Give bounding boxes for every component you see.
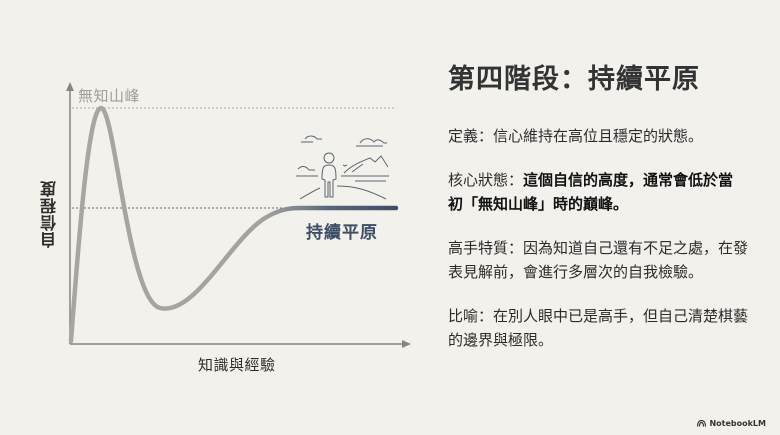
x-axis-arrow-icon [402,340,411,348]
peak-label: 無知山峰 [78,87,141,105]
y-axis-arrow-icon [66,82,74,91]
dunning-kruger-chart: 無知山峰 自信程度 知識與經驗 持續平原 [0,0,420,400]
description-panel: 第四階段：持續平原 定義：信心維持在高位且穩定的狀態。 核心狀態：這個自信的高度… [448,62,748,372]
core-state-text: 核心狀態：這個自信的高度，通常會低於當初「無知山峰」時的巔峰。 [448,168,748,216]
plateau-label: 持續平原 [306,223,378,243]
core-state-bold: 這個自信的高度，通常會低於當初「無知山峰」時的巔峰。 [448,171,734,213]
definition-text: 定義：信心維持在高位且穩定的狀態。 [448,127,704,145]
metaphor-text: 比喻：在別人眼中已是高手，但自己清楚棋藝的邊界與極限。 [448,307,749,349]
x-axis-label: 知識與經驗 [198,356,276,374]
core-state-prefix: 核心狀態： [448,171,524,189]
y-axis-label: 自信程度 [40,180,59,248]
confidence-curve [68,105,399,344]
brand-label: NotebookLM [709,419,766,428]
panel-title: 第四階段：持續平原 [448,64,700,95]
expert-trait-text: 高手特質：因為知道自己還有不足之處，在發表見解前，會進行多層次的自我檢驗。 [448,239,749,281]
brand-watermark: NotebookLM [697,419,766,428]
chart-canvas [66,82,411,348]
notebooklm-logo-icon [697,420,707,427]
person-overlooking-landscape-icon [296,135,389,200]
